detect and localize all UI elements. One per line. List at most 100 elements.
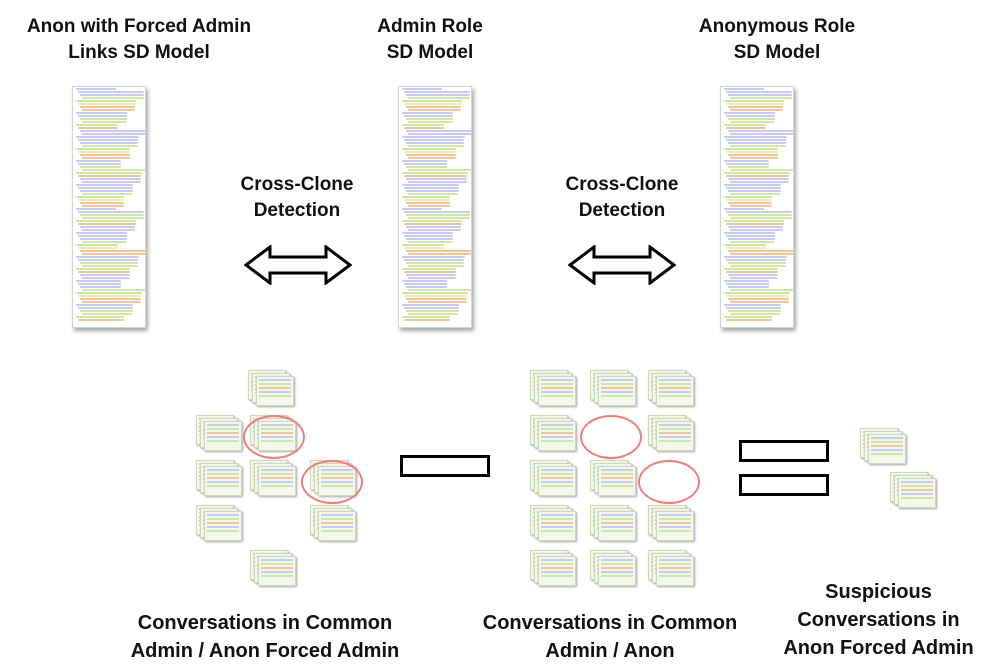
model-text-line [724, 136, 787, 138]
model-text-line [726, 211, 793, 213]
model-text-line [82, 265, 139, 267]
model-text-line [724, 208, 764, 210]
model-text-line [726, 283, 770, 285]
model-text-line [78, 151, 130, 153]
highlight-ring [301, 460, 363, 504]
model-text-line [82, 181, 142, 183]
conversation-thumbnail [890, 472, 936, 508]
model-text-line [408, 241, 453, 243]
model-text-line [726, 91, 793, 93]
model-text-line [406, 130, 471, 132]
model-text-line [406, 166, 448, 168]
model-text-line [80, 274, 130, 276]
model-text-line [402, 196, 451, 198]
model-text-line [408, 121, 453, 123]
model-text-line [730, 241, 775, 243]
model-text-line [76, 256, 139, 258]
model-text-line [80, 178, 142, 180]
model-text-line [80, 226, 136, 228]
model-text-line [406, 238, 453, 240]
model-text-line [724, 304, 781, 306]
model-text-line [402, 160, 448, 162]
model-text-line [404, 271, 456, 273]
model-text-line [404, 307, 459, 309]
conversation-thumbnail [648, 370, 694, 406]
model-text-line [728, 226, 784, 228]
double-arrow-right [568, 245, 676, 285]
model-text-line [76, 316, 125, 318]
model-text-line [78, 139, 139, 141]
model-text-line [728, 154, 778, 156]
model-text-line [408, 97, 470, 99]
model-text-line [78, 175, 142, 177]
model-text-line [724, 268, 778, 270]
model-text-line [730, 313, 781, 315]
model-text-line [402, 316, 451, 318]
model-text-line [726, 271, 778, 273]
model-text-line [408, 277, 456, 279]
model-text-line [730, 289, 793, 291]
model-title-admin-role: Admin Role SD Model [377, 16, 483, 63]
model-text-line [76, 232, 128, 234]
model-text-line [402, 292, 468, 294]
model-text-line [82, 253, 145, 255]
model-text-line [730, 217, 792, 219]
model-text-line [404, 163, 448, 165]
model-text-line [408, 265, 465, 267]
model-text-line [726, 319, 773, 321]
model-text-line [76, 304, 133, 306]
model-text-line [724, 244, 767, 246]
model-text-line [406, 214, 471, 216]
model-text-line [408, 229, 462, 231]
model-text-line [726, 139, 787, 141]
model-text-line [724, 100, 784, 102]
model-text-line [728, 202, 772, 204]
model-text-line [80, 286, 122, 288]
model-text-line [76, 292, 142, 294]
model-text-line [724, 124, 767, 126]
model-text-line [404, 115, 453, 117]
model-text-line [82, 289, 145, 291]
model-text-line [404, 91, 471, 93]
conversation-thumbnail [590, 370, 636, 406]
model-text-line [408, 169, 471, 171]
conversation-thumbnail [530, 505, 576, 541]
model-text-line [724, 160, 770, 162]
model-text-line [78, 187, 133, 189]
model-text-line [402, 232, 454, 234]
model-text-line [80, 262, 139, 264]
model-text-line [724, 172, 790, 174]
model-text-line [724, 256, 787, 258]
caption-suspicious-conversations: Suspicious Conversations in Anon Forced … [783, 581, 974, 659]
model-text-line [726, 235, 775, 237]
model-text-line [726, 115, 775, 117]
model-text-line [80, 166, 122, 168]
conversation-thumbnail [250, 550, 296, 586]
model-text-line [82, 205, 124, 207]
model-text-line [82, 301, 142, 303]
model-text-line [76, 148, 130, 150]
model-text-line [402, 244, 445, 246]
model-text-line [78, 127, 119, 129]
model-text-line [76, 160, 122, 162]
model-text-line [724, 196, 773, 198]
model-text-line [730, 181, 790, 183]
conversation-thumbnail [648, 550, 694, 586]
caption-common-admin-anon-forced: Conversations in Common Admin / Anon For… [130, 612, 400, 662]
model-text-line [406, 298, 468, 300]
model-text-line [408, 217, 470, 219]
model-text-line [78, 235, 127, 237]
conversation-thumbnail [530, 460, 576, 496]
model-text-line [726, 259, 787, 261]
model-text-line [402, 220, 462, 222]
model-text-line [80, 130, 145, 132]
model-text-line [78, 103, 136, 105]
model-text-line [402, 148, 456, 150]
model-text-line [78, 247, 119, 249]
model-text-line [728, 166, 770, 168]
model-text-line [406, 250, 471, 252]
model-text-line [82, 313, 133, 315]
conversation-thumbnail [648, 505, 694, 541]
double-arrow-left [244, 245, 352, 285]
conversation-thumbnail [530, 370, 576, 406]
